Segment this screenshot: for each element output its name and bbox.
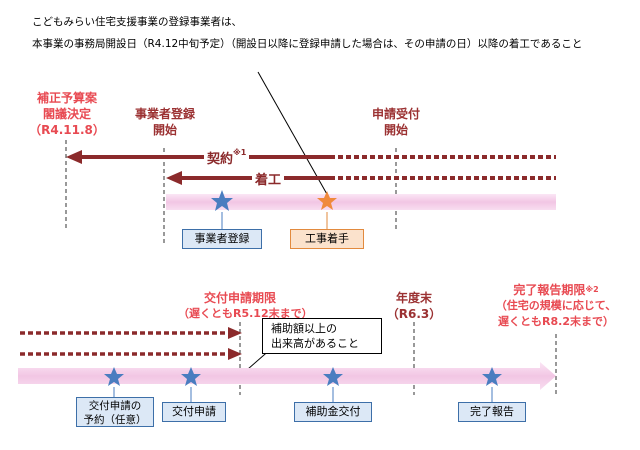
star-construction-icon: [317, 191, 337, 210]
bottom-dashed-arrows: [20, 331, 230, 356]
label-apply-deadline: 交付申請期限 （遅くともR5.12末まで）: [178, 291, 313, 320]
box-construction: 工事着手: [290, 229, 364, 249]
label-budget: 補正予算案 閣議決定 （R4.11.8）: [29, 91, 105, 137]
box-registration: 事業者登録: [182, 229, 262, 249]
label-fiscal-end: 年度末 （R6.3）: [386, 291, 442, 321]
label-application-start: 申請受付 開始: [371, 107, 420, 137]
label-registration-start: 事業者登録 開始: [134, 107, 195, 137]
star-reserve-icon: [104, 367, 124, 386]
pointer-line: [257, 71, 329, 197]
callout-progress: 補助額以上の 出来高があること: [262, 318, 382, 354]
star-grant-icon: [323, 367, 343, 386]
box-apply: 交付申請: [162, 402, 226, 422]
top-guides: [65, 140, 397, 245]
top-timeline-bar: [166, 194, 556, 210]
box-reserve: 交付申請の 予約（任意）: [76, 397, 154, 427]
label-report-deadline: 完了報告期限※2 （住宅の規模に応じて、 遅くともR8.2末まで）: [495, 283, 617, 328]
bottom-timeline-arrow: [18, 362, 556, 390]
box-report: 完了報告: [458, 402, 526, 422]
label-contract: 契約※1: [204, 148, 250, 167]
label-construction: 着工: [252, 169, 285, 188]
contract-arrow: [66, 150, 556, 164]
box-grant: 補助金交付: [294, 402, 372, 422]
construction-arrow: [166, 171, 556, 185]
star-registration-icon: [211, 190, 233, 211]
star-report-icon: [482, 367, 502, 386]
header-line-1: こどもみらい住宅支援事業の登録事業者は、: [32, 16, 242, 28]
header-line-2: 本事業の事務局開設日（R4.12中旬予定）（開設日以降に登録申請した場合は、その…: [32, 38, 583, 50]
bottom-guides: [239, 322, 557, 395]
star-apply-icon: [181, 367, 201, 386]
